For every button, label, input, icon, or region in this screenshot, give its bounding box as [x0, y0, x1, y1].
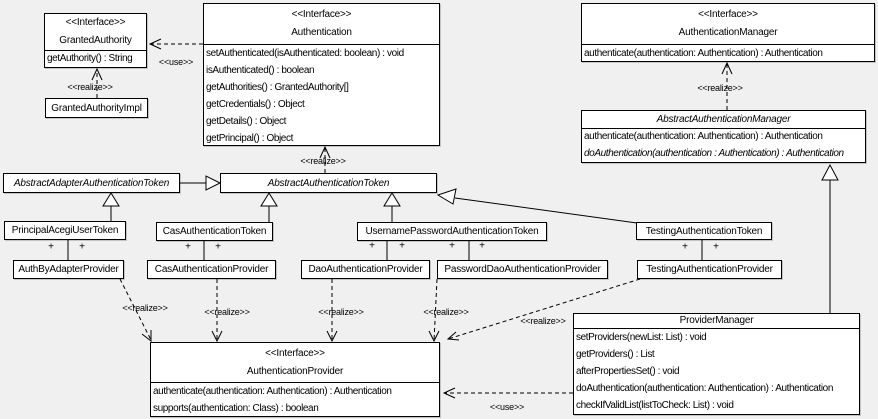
- edge-label-use: <<use>>: [158, 57, 194, 67]
- class-name: AbstractAdapterAuthenticationToken: [13, 177, 170, 189]
- method: supports(authentication: Class) : boolea…: [153, 403, 319, 414]
- multiplicity-plus: +: [479, 240, 485, 252]
- class-name: AuthenticationManager: [678, 27, 778, 38]
- method: afterPropertiesSet() : void: [576, 366, 680, 377]
- class-testing-authentication-provider[interactable]: TestingAuthenticationProvider: [637, 260, 782, 279]
- class-name: TestingAuthenticationProvider: [646, 264, 773, 275]
- edge-label-realize: <<realize>>: [204, 307, 250, 317]
- method: getAuthority() : String: [47, 53, 133, 64]
- class-name: Authentication: [291, 27, 352, 38]
- multiplicity-plus: +: [215, 241, 221, 253]
- class-name: PrincipalAcegiUserToken: [11, 225, 119, 236]
- method: authenticate(authentication: Authenticat…: [153, 386, 392, 397]
- stereotype: <<Interface>>: [291, 9, 352, 20]
- class-auth-by-adapter-provider[interactable]: AuthByAdapterProvider: [13, 260, 124, 279]
- class-name: AuthenticationProvider: [246, 366, 344, 377]
- method: setProviders(newList: List) : void: [576, 332, 707, 343]
- generalization-lines: [102, 163, 839, 313]
- class-authentication-provider[interactable]: <<Interface>> AuthenticationProvider aut…: [150, 342, 440, 417]
- stereotype: <<Interface>>: [65, 17, 126, 28]
- edge-label-realize: <<realize>>: [697, 83, 743, 93]
- class-abstract-authentication-token[interactable]: AbstractAuthenticationToken: [220, 173, 437, 193]
- class-cas-authentication-token[interactable]: CasAuthenticationToken: [156, 222, 273, 241]
- association-lines: [67, 240, 703, 260]
- class-name: CasAuthenticationProvider: [154, 264, 269, 275]
- edge-label-realize: <<realize>>: [67, 82, 113, 92]
- multiplicity-plus: +: [185, 241, 191, 253]
- class-username-password-authentication-token[interactable]: UsernamePasswordAuthenticationToken: [357, 222, 547, 241]
- class-name: AbstractAuthenticationToken: [267, 177, 390, 189]
- method: doAuthentication(authentication: Authent…: [576, 383, 833, 394]
- class-testing-authentication-token[interactable]: TestingAuthenticationToken: [636, 222, 772, 240]
- method: isAuthenticated() : boolean: [206, 65, 315, 76]
- method: authenticate(authentication: Authenticat…: [584, 48, 823, 59]
- method: getProviders() : List: [576, 349, 655, 360]
- multiplicity-plus: +: [682, 241, 688, 253]
- multiplicity-plus: +: [399, 240, 405, 252]
- class-abstract-authentication-manager[interactable]: AbstractAuthenticationManager authentica…: [581, 110, 866, 163]
- method: getCredentials() : Object: [206, 99, 305, 110]
- multiplicity-plus: +: [713, 241, 719, 253]
- method: getPrincipal() : Object: [206, 133, 293, 144]
- edge-label-realize: <<realize>>: [300, 156, 346, 166]
- class-authentication[interactable]: <<Interface>> Authentication setAuthenti…: [203, 3, 440, 146]
- stereotype: <<Interface>>: [265, 348, 325, 359]
- method: getDetails() : Object: [206, 116, 286, 127]
- class-name: GrantedAuthority: [59, 35, 132, 46]
- class-name: AbstractAuthenticationManager: [656, 114, 791, 125]
- method: checkIfValidList(listToCheck: List) : vo…: [576, 400, 734, 411]
- stereotype: <<Interface>>: [698, 9, 758, 20]
- class-password-dao-authentication-provider[interactable]: PasswordDaoAuthenticationProvider: [437, 260, 608, 279]
- class-name: DaoAuthenticationProvider: [308, 264, 423, 275]
- class-granted-authority-impl[interactable]: GrantedAuthorityImpl: [45, 98, 148, 118]
- edge-label-realize: <<realize>>: [318, 307, 364, 317]
- edge-label-use: <<use>>: [489, 402, 525, 412]
- class-name: TestingAuthenticationToken: [645, 225, 763, 237]
- class-name: GrantedAuthorityImpl: [51, 102, 142, 114]
- class-dao-authentication-provider[interactable]: DaoAuthenticationProvider: [301, 260, 430, 279]
- edge-label-realize: <<realize>>: [122, 303, 168, 313]
- class-name: PasswordDaoAuthenticationProvider: [444, 264, 601, 275]
- method: setAuthenticated(isAuthenticated: boolea…: [206, 48, 404, 59]
- class-name: CasAuthenticationToken: [162, 226, 267, 237]
- class-cas-authentication-provider[interactable]: CasAuthenticationProvider: [147, 260, 276, 279]
- class-principal-acegi-user-token[interactable]: PrincipalAcegiUserToken: [4, 221, 126, 240]
- edge-label-realize: <<realize>>: [423, 307, 469, 317]
- edge-label-realize: <<realize>>: [520, 316, 566, 326]
- multiplicity-plus: +: [449, 240, 455, 252]
- class-name: UsernamePasswordAuthenticationToken: [365, 226, 539, 237]
- multiplicity-plus: +: [369, 240, 375, 252]
- class-name: ProviderManager: [679, 315, 754, 326]
- class-granted-authority[interactable]: <<Interface>> GrantedAuthority getAuthor…: [44, 13, 147, 68]
- class-abstract-adapter-authentication-token[interactable]: AbstractAdapterAuthenticationToken: [3, 173, 180, 193]
- multiplicity-plus: +: [79, 241, 85, 253]
- multiplicity-plus: +: [48, 241, 54, 253]
- realize-use-lines: [91, 38, 733, 399]
- class-authentication-manager[interactable]: <<Interface>> AuthenticationManager auth…: [581, 3, 875, 62]
- class-name: AuthByAdapterProvider: [18, 264, 119, 275]
- method: doAuthentication(authentication : Authen…: [584, 147, 844, 159]
- class-provider-manager[interactable]: ProviderManager setProviders(newList: Li…: [573, 313, 860, 415]
- method: getAuthorities() : GrantedAuthority[]: [206, 82, 349, 93]
- method: authenticate(authentication: Authenticat…: [584, 131, 823, 142]
